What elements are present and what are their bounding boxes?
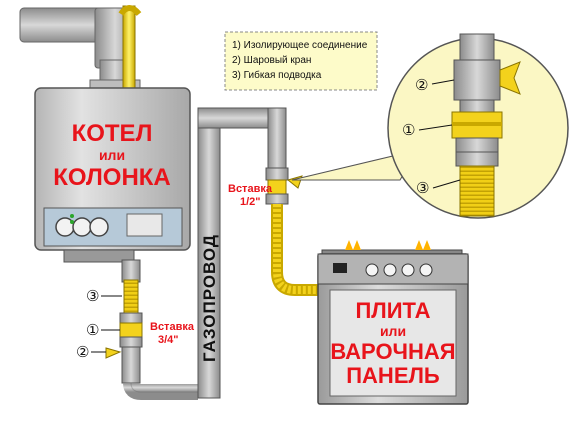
gas-pipe-label: ГАЗОПРОВОД bbox=[200, 234, 219, 362]
boiler-title-line2: или bbox=[99, 147, 125, 163]
stove-knob-icon bbox=[383, 263, 397, 277]
boiler-title-line3: КОЛОНКА bbox=[53, 164, 171, 191]
legend-item-1: 1) Изолирующее соединение bbox=[232, 40, 368, 51]
zoom-valve-handle-icon bbox=[499, 61, 521, 95]
boiler-hose-assembly bbox=[105, 259, 198, 400]
zoom-marker-one: ① bbox=[402, 122, 415, 139]
boiler-knob-icon bbox=[89, 217, 109, 237]
stove-display bbox=[333, 263, 347, 273]
legend-item-2: 2) Шаровый кран bbox=[232, 55, 311, 66]
boiler-markers: ③ ① ② bbox=[76, 288, 122, 361]
stove-knob-icon bbox=[401, 263, 415, 277]
legend-item-3: 3) Гибкая подводка bbox=[232, 69, 322, 81]
stove-knob-icon bbox=[419, 263, 433, 277]
gas-pipe: ГАЗОПРОВОД bbox=[197, 107, 287, 399]
boiler-insert-label-line2: 3/4" bbox=[158, 334, 179, 346]
zoom-marker-three: ③ bbox=[416, 180, 429, 197]
stove-knob-icon bbox=[365, 263, 379, 277]
chimney bbox=[19, 5, 142, 91]
stove-title-line3: ВАРОЧНАЯ bbox=[330, 339, 455, 364]
stove-insert-label: Вставка 1/2" bbox=[228, 183, 273, 208]
boiler-knob-icon bbox=[72, 217, 92, 237]
zoom-marker-two: ② bbox=[415, 77, 428, 94]
marker-two: ② bbox=[76, 344, 89, 361]
stove-title-line2: или bbox=[380, 323, 406, 339]
stove: ПЛИТА или ВАРОЧНАЯ ПАНЕЛЬ bbox=[317, 240, 469, 405]
boiler-insert-label-line1: Вставка bbox=[150, 321, 195, 333]
boiler-insert-label: Вставка 3/4" bbox=[150, 321, 195, 346]
stove-title-line4: ПАНЕЛЬ bbox=[346, 363, 440, 388]
stove-insert-label-line1: Вставка bbox=[228, 183, 273, 195]
boiler: КОТЕЛ или КОЛОНКА bbox=[34, 87, 191, 263]
boiler-title-line1: КОТЕЛ bbox=[72, 120, 153, 147]
flame-icon bbox=[415, 240, 431, 250]
marker-three: ③ bbox=[86, 288, 99, 305]
stove-insert-label-line2: 1/2" bbox=[240, 196, 261, 208]
stove-hose-assembly bbox=[265, 167, 322, 296]
marker-one: ① bbox=[86, 322, 99, 339]
flame-icon bbox=[345, 240, 361, 250]
zoom-callout: ② ① ③ bbox=[291, 33, 569, 219]
stove-title-line1: ПЛИТА bbox=[355, 298, 430, 323]
legend: 1) Изолирующее соединение 2) Шаровый кра… bbox=[224, 31, 378, 91]
ball-valve-handle-icon bbox=[105, 347, 122, 359]
